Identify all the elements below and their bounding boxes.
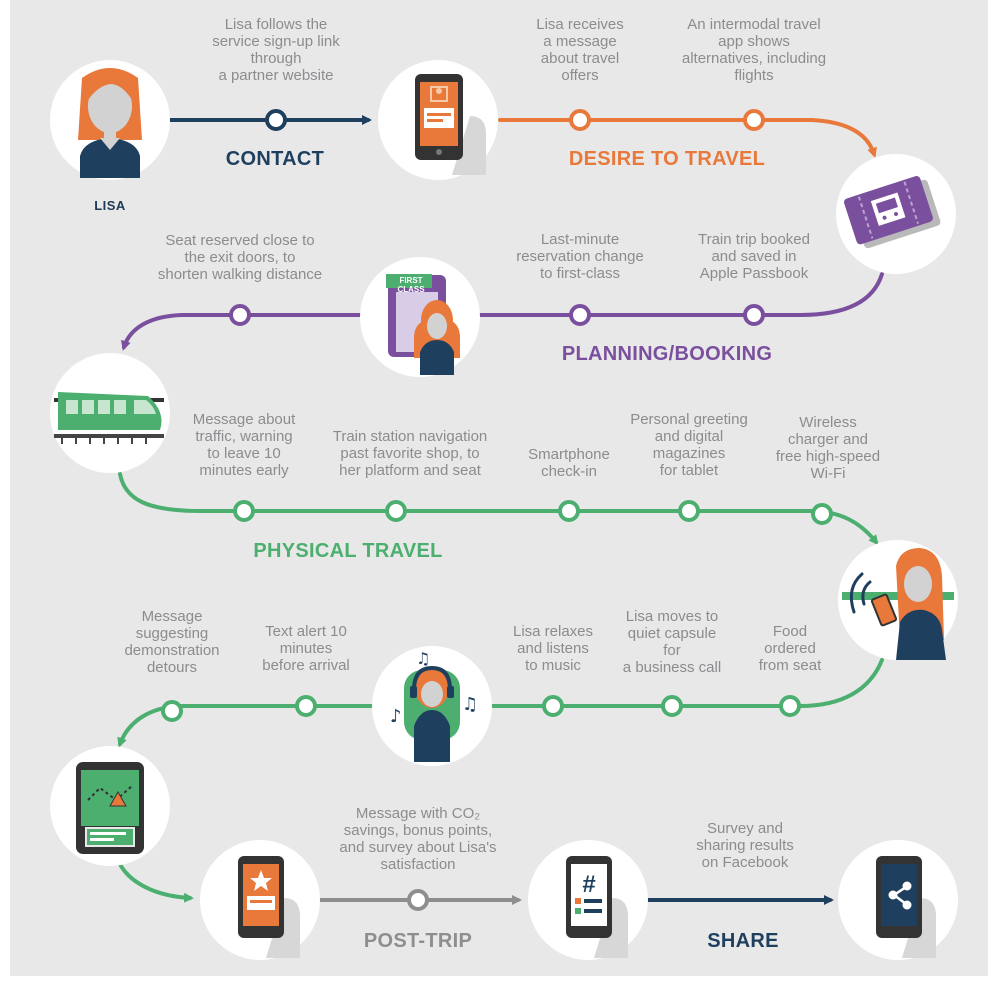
stage-title-desire: DESIRE TO TRAVEL [568, 148, 766, 170]
svg-text:♪: ♪ [390, 706, 402, 727]
stop-label: Personal greeting and digital magazines … [630, 411, 748, 479]
stop-marker [661, 695, 683, 717]
stop-label: Message with CO₂ savings, bonus points, … [339, 805, 497, 873]
stage-title-post-trip: POST-TRIP [363, 930, 473, 952]
train-icon [54, 392, 164, 444]
physical-line-top [118, 472, 879, 546]
stop-marker [569, 304, 591, 326]
phone-share-icon [876, 856, 936, 958]
diagram-panel [10, 0, 988, 976]
svg-text:♫: ♫ [416, 649, 430, 668]
stop-label: Lisa follows the service sign-up link th… [212, 16, 340, 84]
stop-marker [229, 304, 251, 326]
stop-label: Smartphone check-in [528, 446, 610, 480]
lisa-avatar-icon [78, 68, 142, 178]
stop-label: Lisa receives a message about travel off… [536, 16, 624, 84]
stop-label: Message about traffic, warning to leave … [192, 411, 296, 479]
headphones-music-icon: ♫ ♪ ♫ [390, 649, 478, 762]
stop-label: Train station navigation past favorite s… [332, 428, 488, 479]
stop-label: Message suggesting demonstration detours [124, 608, 220, 676]
stop-label: Text alert 10 minutes before arrival [262, 623, 350, 674]
stop-label: Train trip booked and saved in Apple Pas… [697, 231, 811, 282]
stop-marker [811, 503, 833, 525]
stop-marker [558, 500, 580, 522]
stage-title-planning: PLANNING/BOOKING [561, 343, 773, 365]
stop-marker [743, 109, 765, 131]
phone-star-icon [238, 856, 300, 958]
stage-title-share: SHARE [707, 930, 779, 952]
stop-label: Wireless charger and free high-speed Wi-… [775, 414, 881, 482]
stop-label: Lisa moves to quiet capsule for a busine… [622, 608, 722, 676]
train-ticket-icon [844, 176, 941, 249]
first-class-seat-icon [386, 274, 460, 375]
stop-marker [385, 500, 407, 522]
stop-marker [678, 500, 700, 522]
persona-name: LISA [94, 198, 126, 213]
stop-marker [743, 304, 765, 326]
phone-message-icon [415, 74, 486, 175]
first-class-badge: FIRST CLASS [397, 276, 425, 294]
svg-text:♫: ♫ [462, 694, 478, 715]
physical-line-exit [116, 858, 194, 903]
tablet-wifi-icon [842, 548, 954, 660]
stop-label: An intermodal travel app shows alternati… [681, 16, 827, 84]
stop-label: Survey and sharing results on Facebook [696, 820, 794, 871]
stop-label: Lisa relaxes and listens to music [512, 623, 594, 674]
stop-label: Food ordered from seat [758, 623, 822, 674]
stop-marker [161, 700, 183, 722]
stop-label: Seat reserved close to the exit doors, t… [157, 232, 323, 283]
stage-title-physical: PHYSICAL TRAVEL [253, 540, 443, 562]
map-detour-icon [76, 762, 144, 854]
stop-marker [569, 109, 591, 131]
stop-marker [295, 695, 317, 717]
stop-marker [233, 500, 255, 522]
stop-marker [779, 695, 801, 717]
stage-title-contact: CONTACT [225, 148, 325, 170]
planning-line-right [478, 272, 884, 317]
physical-line-bottom-left [117, 704, 378, 748]
stop-marker [407, 889, 429, 911]
phone-hashtag-icon: # [566, 856, 628, 958]
stop-marker [265, 109, 287, 131]
physical-line-bottom-right [488, 658, 884, 708]
stop-label: Last-minute reservation change to first-… [516, 231, 644, 282]
stop-marker [542, 695, 564, 717]
hashtag-badge: # [582, 871, 595, 898]
desire-line [498, 118, 877, 158]
planning-line-left [121, 313, 362, 351]
